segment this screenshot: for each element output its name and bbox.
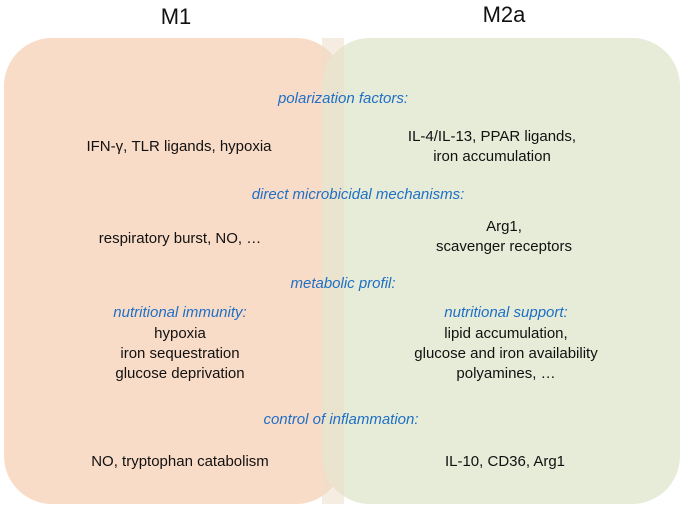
m1-panel xyxy=(4,38,344,504)
nutritional-support-subheading: nutritional support: xyxy=(444,304,568,321)
m2a-microbicidal-line: scavenger receptors xyxy=(436,238,572,255)
m1-microbicidal-text: respiratory burst, NO, … xyxy=(98,230,262,247)
m1-metabolic-line: iron sequestration xyxy=(120,345,240,362)
microbicidal-heading: direct microbicidal mechanisms: xyxy=(251,186,465,203)
m2a-metabolic-line: lipid accumulation, xyxy=(444,325,568,342)
nutritional-immunity-subheading: nutritional immunity: xyxy=(113,304,247,321)
metabolic-profil-heading: metabolic profil: xyxy=(290,275,396,292)
m2a-panel xyxy=(322,38,680,504)
m2a-polarization-line: iron accumulation xyxy=(433,148,551,165)
control-of-inflammation-heading: control of inflammation: xyxy=(263,411,419,428)
m2a-polarization-text: IL-4/IL-13, PPAR ligands, iron accumulat… xyxy=(408,127,576,167)
m2a-metabolic-text: lipid accumulation, glucose and iron ava… xyxy=(414,324,597,384)
m1-metabolic-line: glucose deprivation xyxy=(115,365,245,382)
m2a-title: M2a xyxy=(482,2,526,27)
m1-inflammation-text: NO, tryptophan catabolism xyxy=(91,453,269,470)
m2a-metabolic-line: glucose and iron availability xyxy=(414,345,598,362)
m2a-polarization-line: IL-4/IL-13, PPAR ligands, xyxy=(407,128,577,145)
m1-title: M1 xyxy=(160,4,192,29)
m2a-microbicidal-text: Arg1, scavenger receptors xyxy=(436,217,572,257)
panel-overlap xyxy=(322,38,344,504)
m1-polarization-text: IFN-γ, TLR ligands, hypoxia xyxy=(86,138,272,155)
m1-metabolic-line: hypoxia xyxy=(154,325,206,342)
polarization-factors-heading: polarization factors: xyxy=(277,90,409,107)
m2a-metabolic-line: polyamines, … xyxy=(456,365,556,382)
m1-metabolic-text: hypoxia iron sequestration glucose depri… xyxy=(115,324,244,384)
m2a-microbicidal-line: Arg1, xyxy=(486,218,522,235)
m2a-inflammation-text: IL-10, CD36, Arg1 xyxy=(444,453,566,470)
